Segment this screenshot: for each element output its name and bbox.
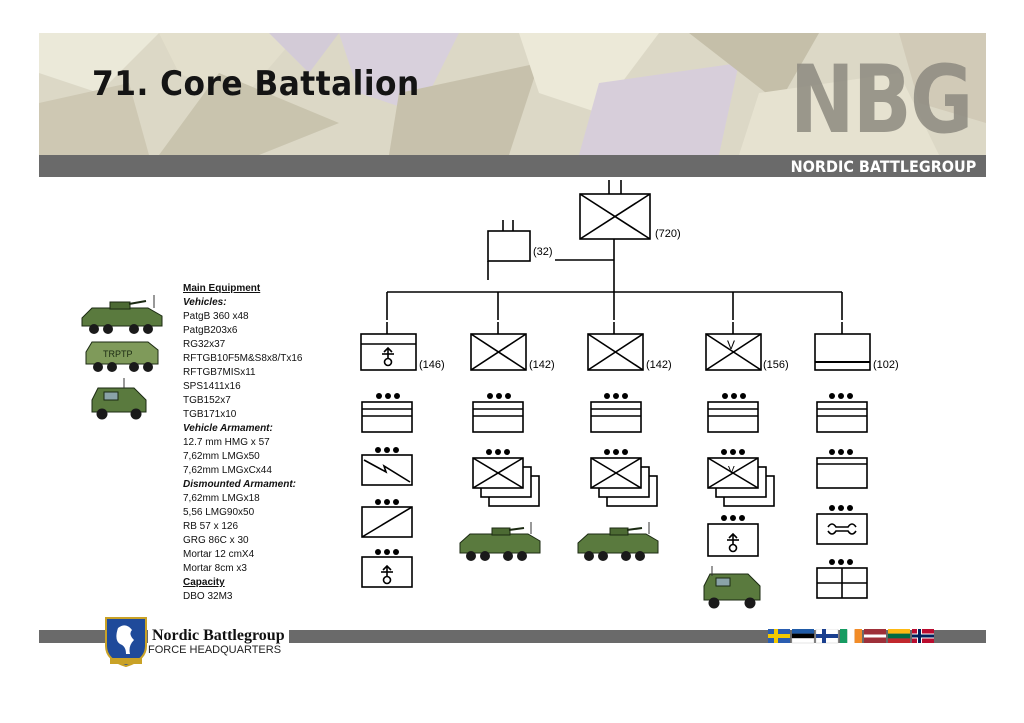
company-5-symbol [814,322,871,371]
unit-size-dots [375,393,853,565]
equipment-item: TGB152x7 [183,395,231,406]
section-heading: Dismounted Armament: [183,479,296,490]
company-5-count: (102) [873,359,899,371]
nbg-logo: NBG [790,46,973,155]
equipment-item: PatgB 360 x48 [183,311,249,322]
company-4-symbol [705,322,762,371]
equipment-item: SPS1411x16 [183,381,241,392]
finland-flag-icon [815,629,839,644]
company-3-symbol [587,322,644,371]
apc-vehicle-1 [459,522,541,561]
norway-flag-icon [912,629,934,643]
company-2-symbol [470,322,527,371]
platoon-row-2 [361,454,868,507]
latvia-flag-icon [864,629,886,643]
sweden-flag-icon [768,629,790,643]
staff-count: (32) [533,246,553,258]
company-3-count: (142) [646,359,672,371]
equipment-item: PatgB203x6 [183,325,238,336]
nbg-crest-icon [105,617,147,668]
platoon-row-3 [361,506,868,557]
company-4-count: (156) [763,359,789,371]
company-2-count: (142) [529,359,555,371]
camo-banner [39,33,986,155]
equipment-item: RB 57 x 126 [183,521,239,532]
hq-count: (720) [655,228,681,240]
equipment-item: Mortar 8cm x3 [183,563,247,574]
estonia-flag-icon [791,629,815,644]
equipment-item: 5,56 LMG90x50 [183,507,255,518]
company-1-count: (146) [419,359,445,371]
camo-pattern [39,33,986,155]
section-heading: Vehicle Armament: [183,423,273,434]
trptp-label: TRPTP [103,349,133,359]
equipment-item: RFTGB10F5M&S8x8/Tx16 [183,353,303,364]
rg32-vehicle [91,378,147,420]
footer-org-name: Nordic Battlegroup [148,627,289,645]
platoon-row-4 [361,556,868,599]
ireland-flag-icon [840,629,862,643]
platoon-v-mark: V [728,465,735,476]
battalion-hq-symbol [579,180,651,240]
section-heading: Vehicles: [183,297,227,308]
equipment-list: Main Equipment Vehicles: PatgB 360 x48 P… [183,282,302,604]
equipment-item: 7,62mm LMGx18 [183,493,260,504]
header-bar-text: NORDIC BATTLEGROUP [790,157,976,176]
equipment-item: TGB171x10 [183,409,237,420]
capacity-heading: Capacity [183,577,225,588]
patgb-vehicle [81,295,163,334]
lithuania-flag-icon [888,629,910,643]
apc-vehicle-2 [577,522,659,561]
nation-flags [768,629,934,644]
company-4-v-mark: V [727,338,735,352]
equipment-title: Main Equipment [183,283,261,294]
platoon-row-1 [361,401,868,433]
header-bar: NORDIC BATTLEGROUP [39,155,986,177]
capacity-item: DBO 32M3 [183,591,233,602]
utility-truck-vehicle [703,566,761,609]
page-title: 71. Core Battalion [92,64,420,104]
trptp-vehicle: TRPTP [85,341,159,372]
equipment-item: GRG 86C x 30 [183,535,249,546]
equipment-item: 7,62mm LMGxCx44 [183,465,272,476]
equipment-item: 12.7 mm HMG x 57 [183,437,270,448]
equipment-item: 7,62mm LMGx50 [183,451,260,462]
footer-org-sub: FORCE HEADQUARTERS [148,644,282,656]
equipment-item: Mortar 12 cmX4 [183,549,255,560]
equipment-item: RFTGB7MISx11 [183,367,256,378]
staff-symbol [487,220,614,280]
equipment-item: RG32x37 [183,339,226,350]
company-1-symbol [360,322,417,371]
